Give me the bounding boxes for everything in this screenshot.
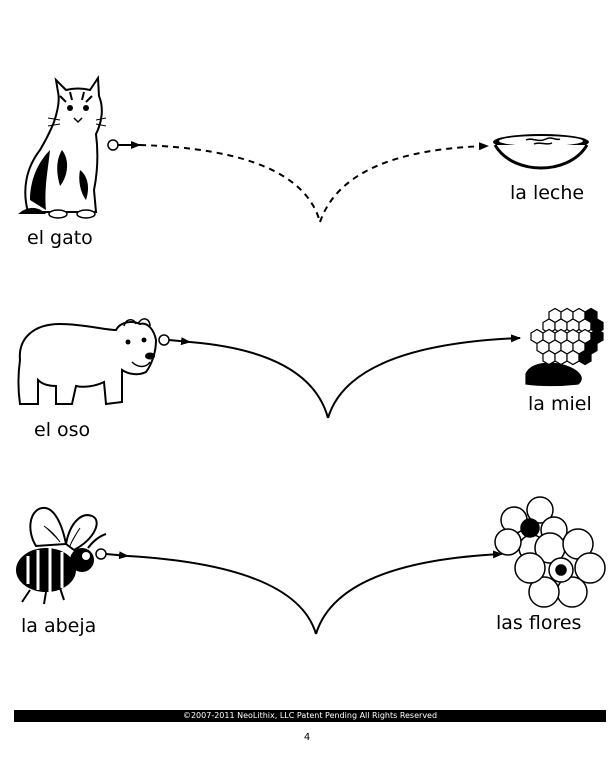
- dashed-connector-left: [139, 144, 321, 223]
- page-number: 4: [303, 732, 311, 743]
- honeycomb-icon: [525, 307, 604, 387]
- word-el-gato: el gato: [27, 227, 93, 249]
- solid-connector-left: [127, 555, 317, 635]
- bear-icon: [17, 318, 158, 406]
- bee-icon: [16, 506, 107, 605]
- milk-bowl-icon: [493, 134, 589, 170]
- word-las-flores: las flores: [496, 612, 582, 634]
- start-dot: [158, 334, 170, 346]
- solid-connector-right: [327, 334, 521, 419]
- word-la-abeja: la abeja: [21, 615, 97, 637]
- start-arrow: [105, 551, 129, 560]
- dashed-connector-right: [319, 142, 489, 223]
- flowers-icon: [494, 496, 606, 608]
- cat-icon: [18, 74, 107, 219]
- copyright-footer: ©2007-2011 NeoLithix, LLC Patent Pending…: [14, 710, 606, 722]
- solid-connector-left: [189, 341, 329, 419]
- word-el-oso: el oso: [34, 419, 91, 441]
- word-la-leche: la leche: [510, 182, 585, 204]
- start-arrow: [168, 337, 191, 346]
- start-dot: [107, 139, 119, 151]
- solid-connector-right: [315, 550, 503, 635]
- word-la-miel: la miel: [528, 393, 592, 415]
- start-dot: [95, 548, 107, 560]
